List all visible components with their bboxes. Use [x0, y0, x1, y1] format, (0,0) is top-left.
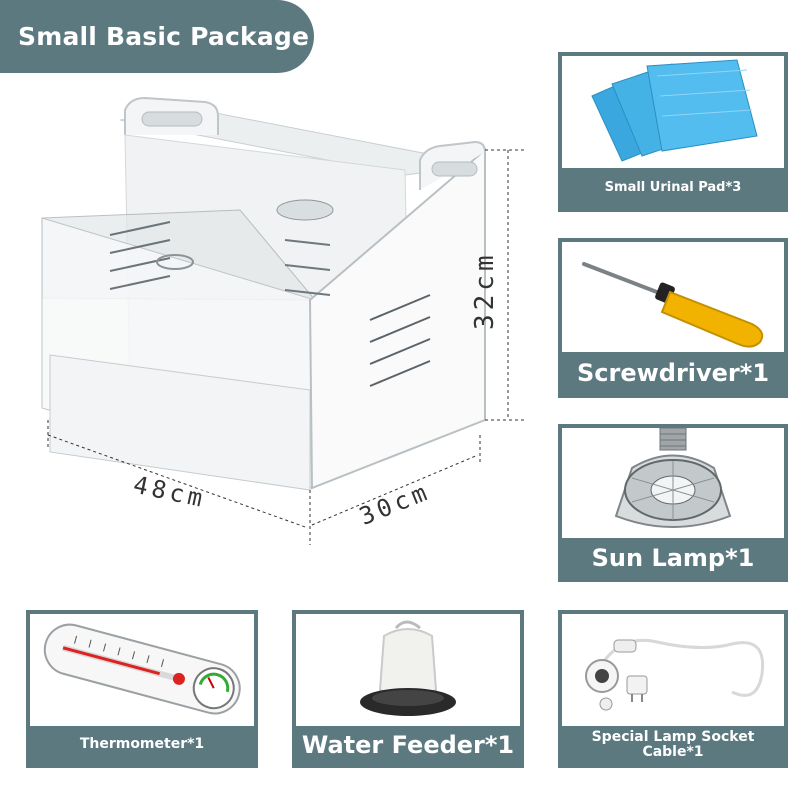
item-label-lamp-socket-cable: Special Lamp Socket Cable*1 [591, 728, 755, 760]
package-title: Small Basic Package [0, 0, 314, 73]
item-card-screwdriver: Screwdriver*1 [558, 238, 788, 398]
urinal-pad-icon [591, 59, 758, 162]
screwdriver-icon [582, 262, 764, 348]
item-label-water-feeder: Water Feeder*1 [301, 730, 515, 759]
item-card-urinal-pad: Small Urinal Pad*3 [558, 52, 788, 212]
item-card-sun-lamp: Sun Lamp*1 [558, 424, 788, 582]
item-label-thermometer: Thermometer*1 [79, 736, 205, 753]
item-label-sun-lamp: Sun Lamp*1 [591, 543, 755, 572]
sun-lamp-icon [614, 428, 732, 528]
lamp-socket-cable-icon [585, 638, 765, 711]
item-label-screwdriver: Screwdriver*1 [576, 358, 770, 387]
item-label-urinal-pad: Small Urinal Pad*3 [604, 179, 742, 195]
water-feeder-icon [360, 620, 456, 716]
item-card-thermometer: Thermometer*1 [26, 610, 258, 768]
thermometer-icon [43, 623, 241, 715]
item-card-water-feeder: Water Feeder*1 [292, 610, 524, 768]
height-dimension-label: 32cm [470, 251, 500, 330]
item-card-lamp-socket-cable: Special Lamp Socket Cable*1 [558, 610, 788, 768]
reptile-box-illustration [41, 96, 525, 545]
